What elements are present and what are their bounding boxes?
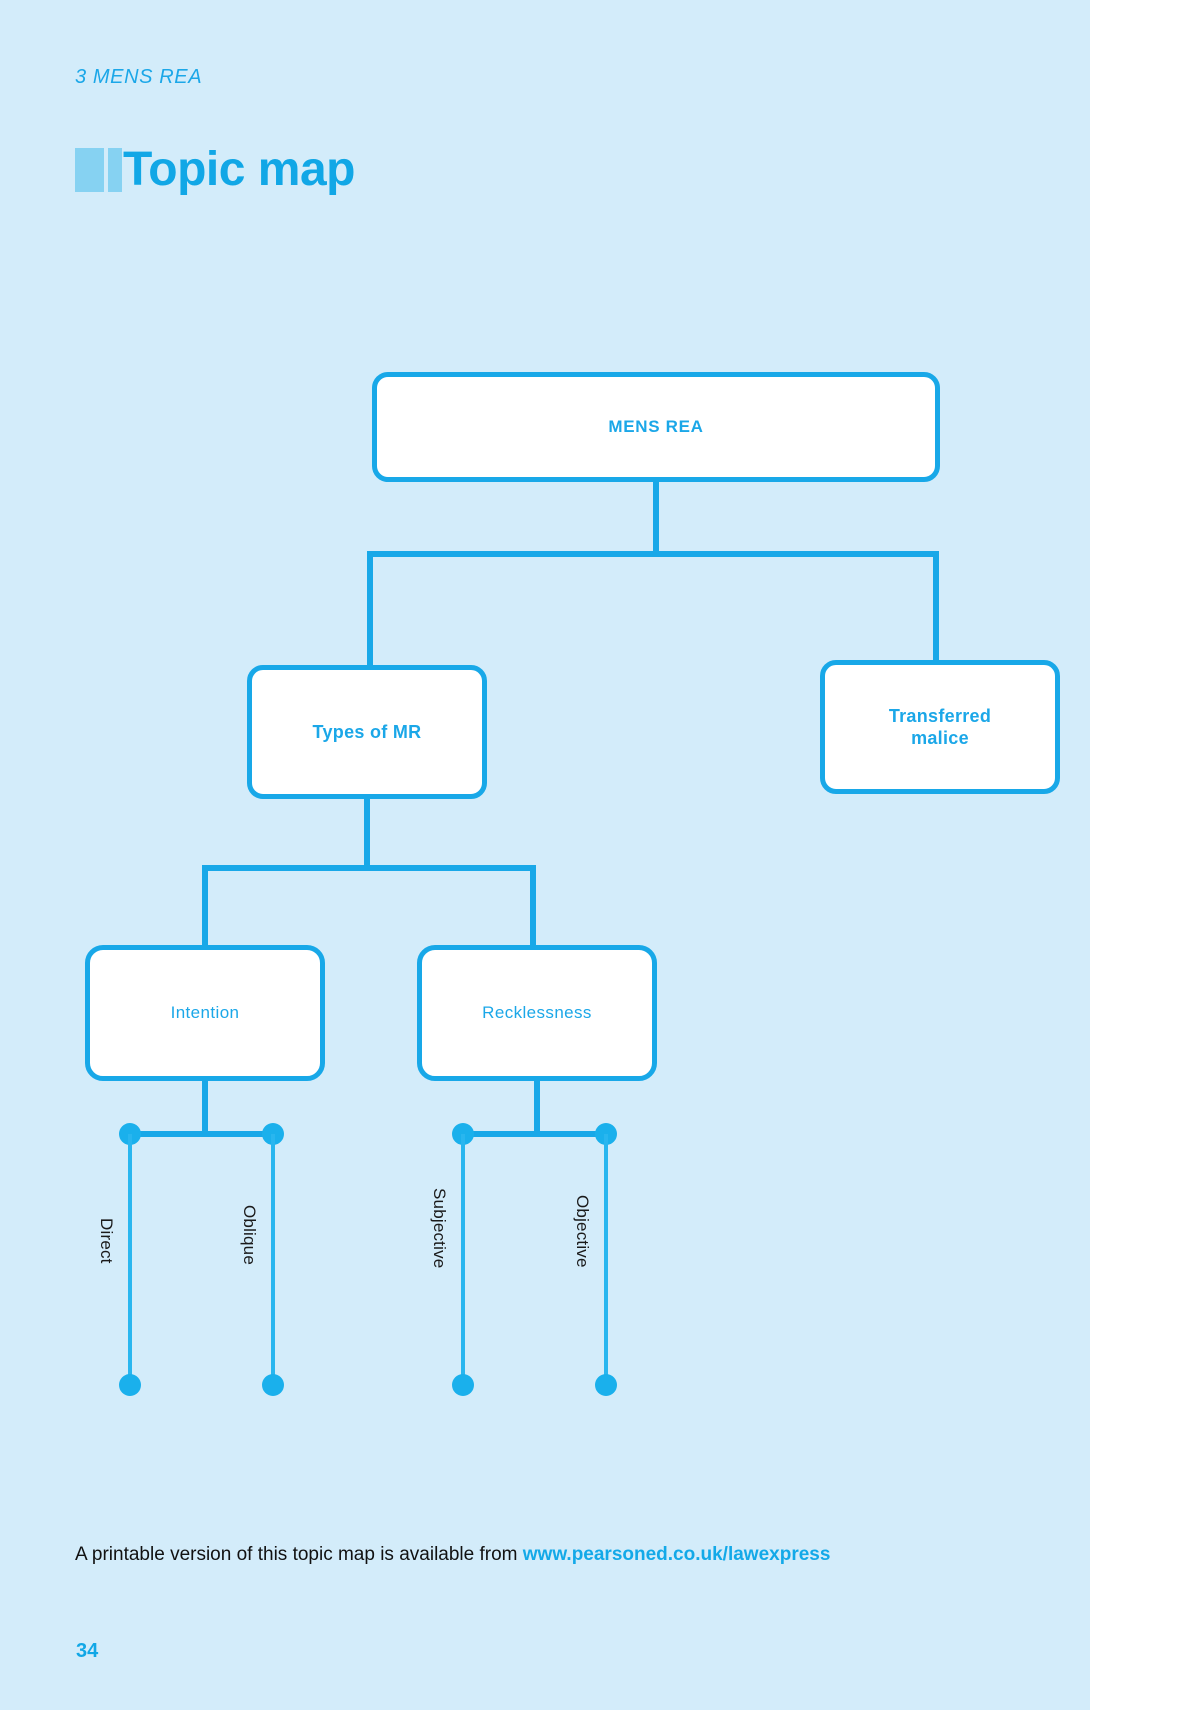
pin-line-subjective	[461, 1134, 465, 1384]
connector-types-stem	[364, 799, 370, 865]
transferred-line2: malice	[911, 728, 969, 748]
pin-label-subjective: Subjective	[430, 1188, 449, 1269]
node-recklessness[interactable]: Recklessness	[417, 945, 657, 1081]
connector-recklessness-stem	[534, 1081, 540, 1137]
node-mens-rea[interactable]: MENS REA	[372, 372, 940, 482]
pin-dot-subjective-bottom	[452, 1374, 474, 1396]
node-transferred-malice[interactable]: Transferred malice	[820, 660, 1060, 794]
node-intention[interactable]: Intention	[85, 945, 325, 1081]
topic-map-diagram: MENS REA Types of MR Transferred malice …	[85, 372, 1060, 1396]
connector-to-transferred	[933, 551, 939, 664]
title-square-small-icon	[108, 148, 122, 192]
page-right-margin	[1090, 0, 1200, 1710]
page-title: Topic map	[123, 143, 355, 196]
connector-level2-bus	[367, 551, 939, 557]
pin-dot-objective-bottom	[595, 1374, 617, 1396]
pin-line-direct	[128, 1134, 132, 1384]
connector-intention-stem	[202, 1081, 208, 1137]
footer-note-text: A printable version of this topic map is…	[75, 1544, 523, 1565]
connector-to-intention	[202, 865, 208, 949]
connector-level3-bus	[202, 865, 536, 871]
connector-to-types	[367, 551, 373, 669]
title-square-large-icon	[75, 148, 104, 192]
footer-note: A printable version of this topic map is…	[75, 1544, 830, 1566]
running-head: 3 MENS REA	[75, 66, 203, 88]
connector-root-stem	[653, 482, 659, 551]
node-types-of-mr[interactable]: Types of MR	[247, 665, 487, 799]
pin-line-objective	[604, 1134, 608, 1384]
pin-label-oblique: Oblique	[240, 1205, 259, 1265]
pin-dot-oblique-bottom	[262, 1374, 284, 1396]
page-title-row: Topic map	[75, 140, 355, 200]
page-background	[0, 0, 1090, 1710]
footer-url-link[interactable]: www.pearsoned.co.uk/lawexpress	[522, 1544, 831, 1565]
pin-label-direct: Direct	[97, 1218, 116, 1264]
transferred-line1: Transferred	[888, 705, 992, 726]
node-transferred-malice-label: Transferred malice	[889, 705, 991, 750]
pin-line-oblique	[271, 1134, 275, 1384]
connector-recklessness-pin-bus	[462, 1131, 608, 1137]
page-number: 34	[76, 1640, 99, 1662]
pin-dot-direct-bottom	[119, 1374, 141, 1396]
connector-to-recklessness	[530, 865, 536, 949]
pin-label-objective: Objective	[573, 1195, 592, 1268]
connector-intention-pin-bus	[129, 1131, 275, 1137]
